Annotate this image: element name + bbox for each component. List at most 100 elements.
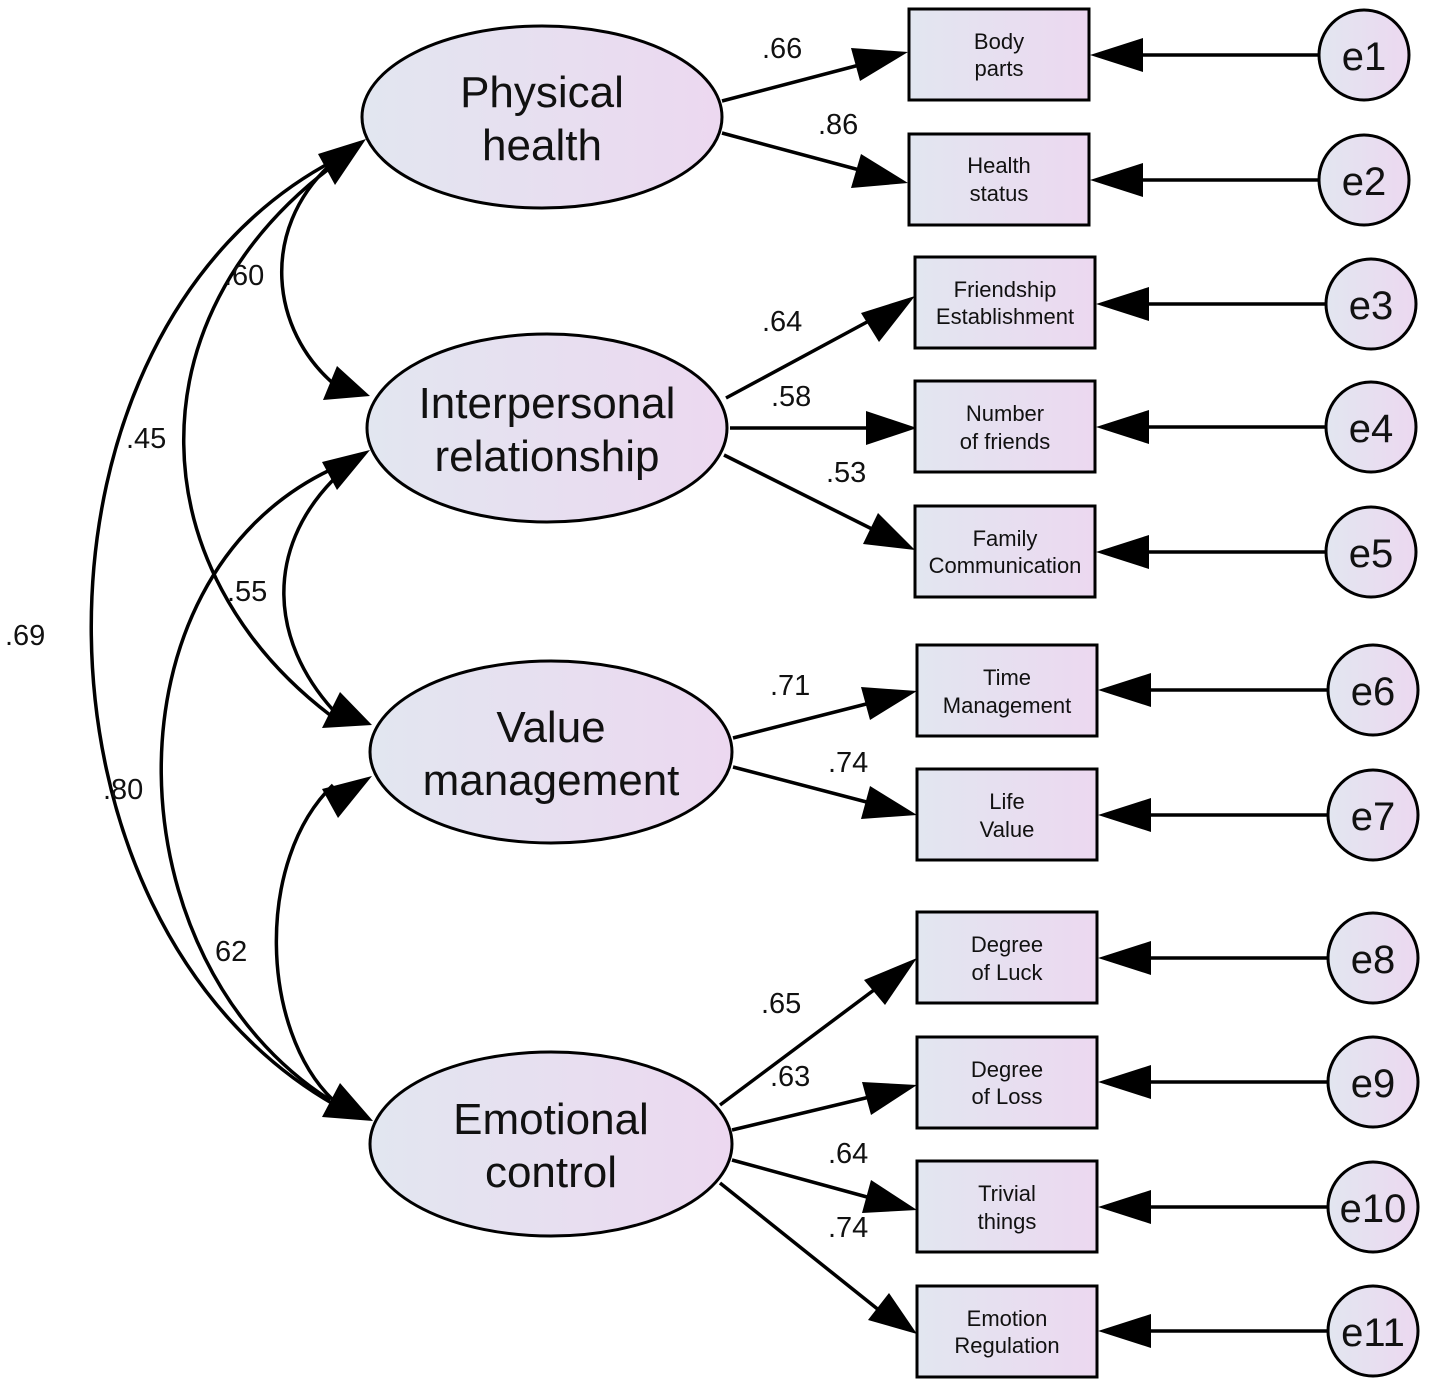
indicator-box [913,504,1097,599]
indicator-label-line2: of Luck [972,960,1044,985]
arrowhead [323,366,370,400]
arrowhead [862,1180,917,1213]
error-term-e5: e5 [1324,505,1418,599]
error-label: e3 [1349,284,1394,328]
error-label: e11 [1341,1311,1405,1355]
error-label: e2 [1342,160,1387,204]
arrowhead [322,450,370,490]
arrowhead [1098,798,1151,832]
indicator-box [913,379,1097,474]
error-term-e10: e10 [1326,1160,1420,1254]
indicator-family-communication: Family Communication [913,504,1097,599]
arrowhead [851,48,908,81]
loading-line [731,1093,879,1132]
loading-line [718,1181,887,1317]
correlation-label-physical-emotional: .69 [5,620,45,652]
indicator-label-line2: Communication [929,553,1082,578]
indicator-label-line2: Regulation [954,1333,1059,1358]
error-term-e6: e6 [1326,643,1420,737]
factor-label-line1: Emotional [453,1095,649,1144]
arrowhead [864,958,917,1005]
correlation-label-physical-interpersonal: .60 [224,260,264,292]
loading-label-body-parts: .66 [762,33,802,65]
error-circle [1326,1284,1420,1378]
arrowhead [861,296,915,342]
indicator-degree-of-luck: Degree of Luck [915,910,1099,1005]
arrowhead [863,513,915,550]
error-label: e8 [1351,938,1396,982]
indicator-life-value: Life Value [915,767,1099,862]
loading-line [721,131,868,174]
error-circle [1317,133,1411,227]
latent-factor-interpersonal-relationship: Interpersonal relationship [365,332,729,524]
factor-label-line2: relationship [434,432,659,481]
error-term-e2: e2 [1317,133,1411,227]
indicator-trivial-things: Trivial things [915,1159,1099,1254]
indicator-box [907,7,1091,102]
error-label: e5 [1349,532,1394,576]
indicator-box [915,1284,1099,1379]
arrowhead [1090,38,1143,72]
indicator-box [915,643,1099,738]
arrowhead [1096,410,1149,444]
error-term-e9: e9 [1326,1035,1420,1129]
indicator-label-line1: Trivial [978,1181,1036,1206]
loading-label-time-management: .71 [770,670,810,702]
arrowhead [861,786,917,819]
correlation-coefficients: .60 .45 .69 .55 .80 62 [5,260,267,968]
correlation-curve-physical-interpersonal [279,163,337,387]
loading-label-degree-of-loss: .63 [770,1061,810,1093]
loading-label-trivial-things: .64 [828,1138,868,1170]
indicator-label-line1: Health [967,153,1031,178]
indicator-label-line2: Value [980,817,1035,842]
loading-label-family-communication: .53 [826,457,866,489]
error-circle [1326,1160,1420,1254]
arrowhead [322,776,372,818]
loading-label-life-value: .74 [828,747,868,779]
arrowhead [322,1083,373,1121]
correlation-label-interpersonal-value: .55 [227,576,267,608]
error-circle [1326,1035,1420,1129]
indicator-label-line2: of friends [960,429,1051,454]
indicator-label-line1: Emotion [967,1306,1048,1331]
arrowhead [1098,941,1151,975]
indicator-label-line2: of Loss [972,1084,1043,1109]
correlation-label-value-emotional: 62 [215,936,247,968]
arrowhead [862,1082,917,1115]
error-label: e7 [1351,795,1396,839]
arrowhead [1096,287,1149,321]
error-term-e7: e7 [1326,768,1420,862]
loading-label-health-status: .86 [818,109,858,141]
loading-arrowheads [851,48,917,1334]
indicator-box [915,767,1099,862]
error-term-e1: e1 [1317,8,1411,102]
loading-label-number-of-friends: .58 [771,381,811,413]
arrowhead [1098,1314,1151,1348]
indicator-label-line2: Management [943,693,1071,718]
error-term-e11: e11 [1326,1284,1420,1378]
loading-coefficients: .66 .86 .64 .58 .53 .71 .74 .65 .63 .64 … [761,33,868,1244]
correlation-curve-value-emotional [274,783,335,1102]
indicator-label-line2: parts [975,56,1024,81]
indicator-label-line2: things [978,1209,1037,1234]
factor-correlations [89,158,337,1107]
loading-line [718,976,892,1107]
factor-label-line1: Value [496,703,605,752]
correlation-label-interpersonal-emotional: .80 [103,774,143,806]
arrowhead [866,411,917,445]
correlation-curve-interpersonal-value [282,478,335,712]
factor-label-line1: Physical [460,68,624,117]
loading-label-friendship-establishment: .64 [762,306,802,338]
correlation-arrowheads [318,139,373,1121]
loading-label-emotion-regulation: .74 [828,1212,868,1244]
indicator-body-parts: Body parts [907,7,1091,102]
loading-line [732,765,879,807]
indicator-label-line1: Time [983,665,1031,690]
factor-label-line2: health [482,121,602,170]
correlation-curve-interpersonal-emotional [159,468,331,1102]
indicator-time-management: Time Management [915,643,1099,738]
factor-ellipse [365,332,729,524]
factor-ellipse [368,1050,734,1238]
arrowhead [861,687,917,720]
